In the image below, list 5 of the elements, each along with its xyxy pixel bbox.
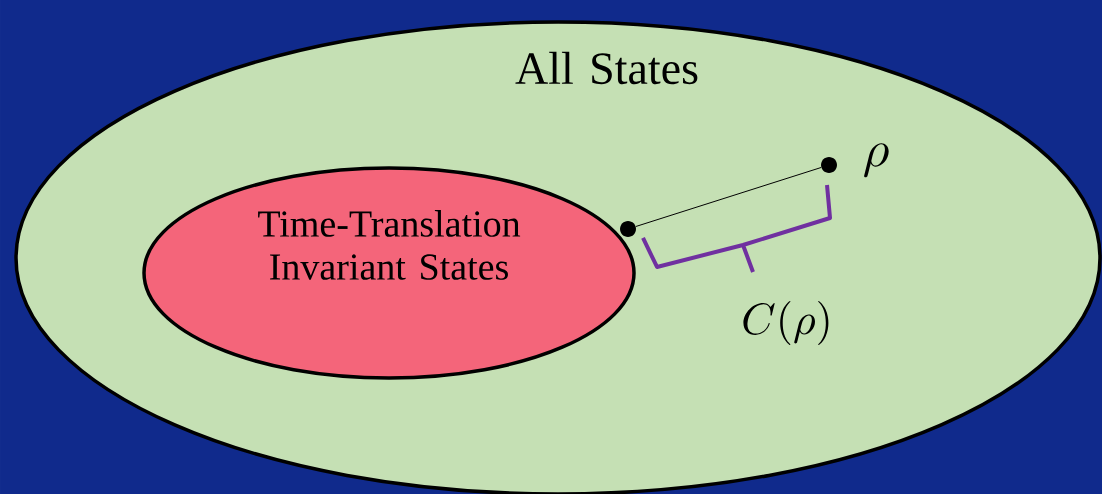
point-dot <box>620 221 636 237</box>
connector-line <box>635 166 822 227</box>
point-dot <box>821 157 837 173</box>
point-label: $\rho$ <box>864 143 889 178</box>
brace-label: $C(\rho)$ <box>743 301 829 345</box>
